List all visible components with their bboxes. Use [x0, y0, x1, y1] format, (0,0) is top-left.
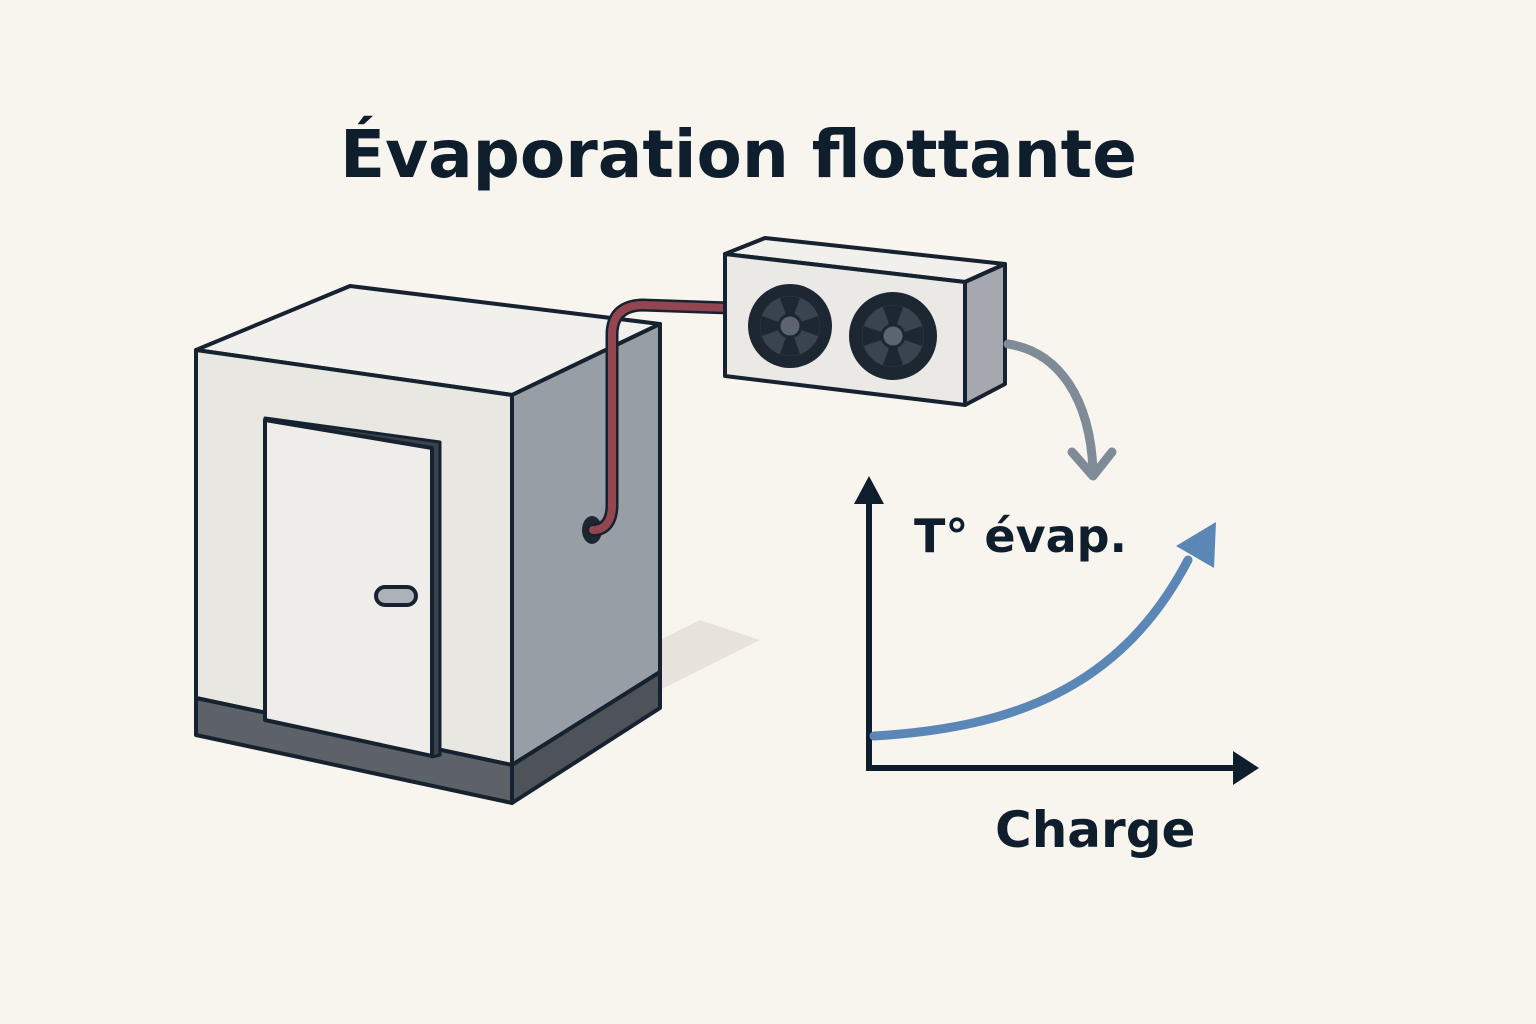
y-axis-label: T° évap.: [914, 509, 1127, 563]
refrigerant-pipe: [589, 301, 734, 534]
door-panel: [263, 418, 434, 758]
y-axis-arrowhead: [854, 476, 884, 504]
condensing-unit-icon: [723, 236, 1007, 407]
flow-arrow-line: [1003, 339, 1098, 475]
fan-icon: [849, 292, 937, 380]
curve-arrowhead: [1176, 522, 1216, 568]
cold-room-icon: [194, 284, 760, 805]
load-temperature-graph: T° évap. Charge: [854, 476, 1259, 859]
flow-arrow-head: [1067, 447, 1117, 481]
x-axis-label: Charge: [995, 801, 1195, 859]
x-axis-arrowhead: [1233, 751, 1259, 785]
door-handle: [374, 585, 418, 607]
temperature-curve: [869, 555, 1193, 741]
diagram-title: Évaporation flottante: [340, 115, 1137, 193]
cold-room-base-side: [510, 670, 662, 805]
condenser-side: [963, 262, 1007, 407]
fan-icon: [748, 284, 832, 368]
cold-room-shadow: [512, 620, 760, 800]
flow-arrow-icon: [1003, 339, 1117, 481]
